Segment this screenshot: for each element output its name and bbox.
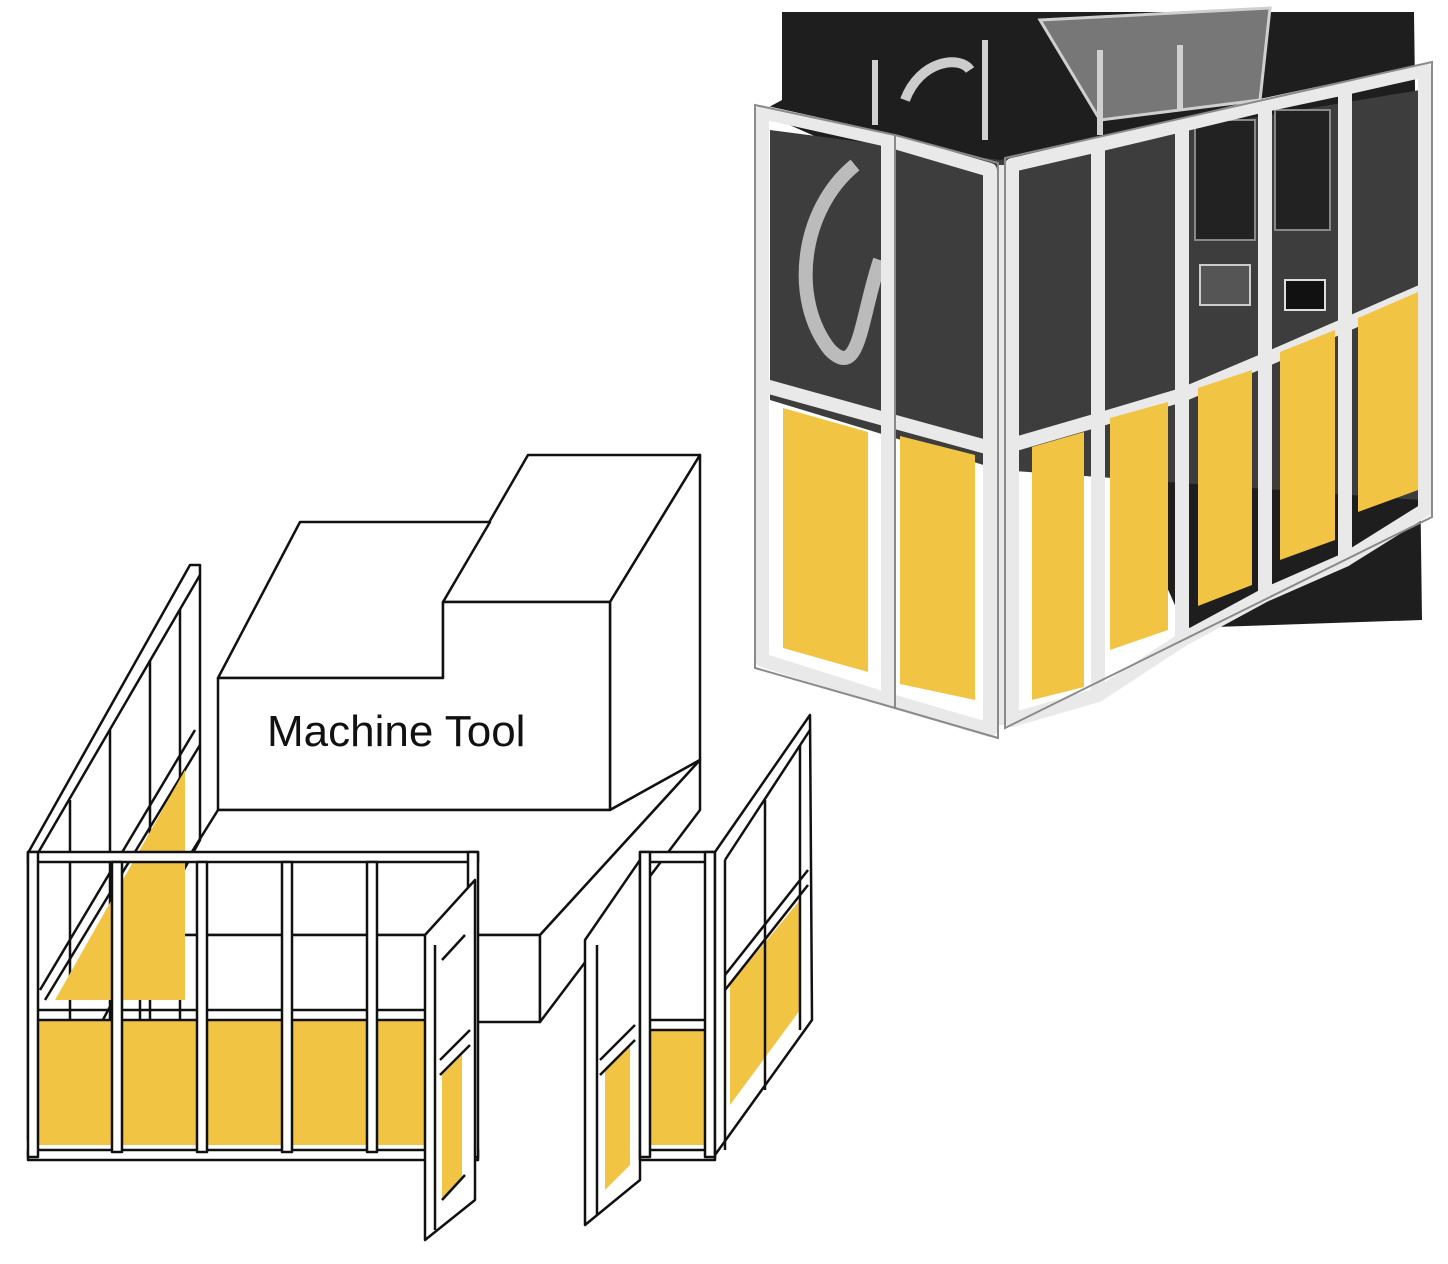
drawing-right-front-guard xyxy=(638,850,717,1162)
photo-panel xyxy=(1358,292,1418,512)
enclosure-photo xyxy=(754,6,1433,740)
photo-panel xyxy=(900,436,975,700)
photo-panel xyxy=(1110,402,1168,650)
machine-tool-label: Machine Tool xyxy=(267,707,525,756)
line-drawing xyxy=(26,453,814,1242)
drawing-right-side-guard xyxy=(713,713,814,1157)
photo-panel xyxy=(1280,330,1335,560)
photo-panel xyxy=(783,408,868,672)
drawing-panel xyxy=(605,1045,630,1190)
photo-panel xyxy=(1198,370,1252,606)
photo-control-panel xyxy=(1194,119,1256,241)
photo-panel xyxy=(1032,432,1084,700)
drawing-panel xyxy=(442,1055,462,1200)
photo-hose xyxy=(798,159,887,365)
drawing-panel xyxy=(38,1020,470,1145)
drawing-left-door xyxy=(423,878,477,1242)
drawing-panel xyxy=(650,1030,705,1145)
photo-control-panel xyxy=(1274,109,1331,231)
drawing-right-door xyxy=(583,858,642,1227)
